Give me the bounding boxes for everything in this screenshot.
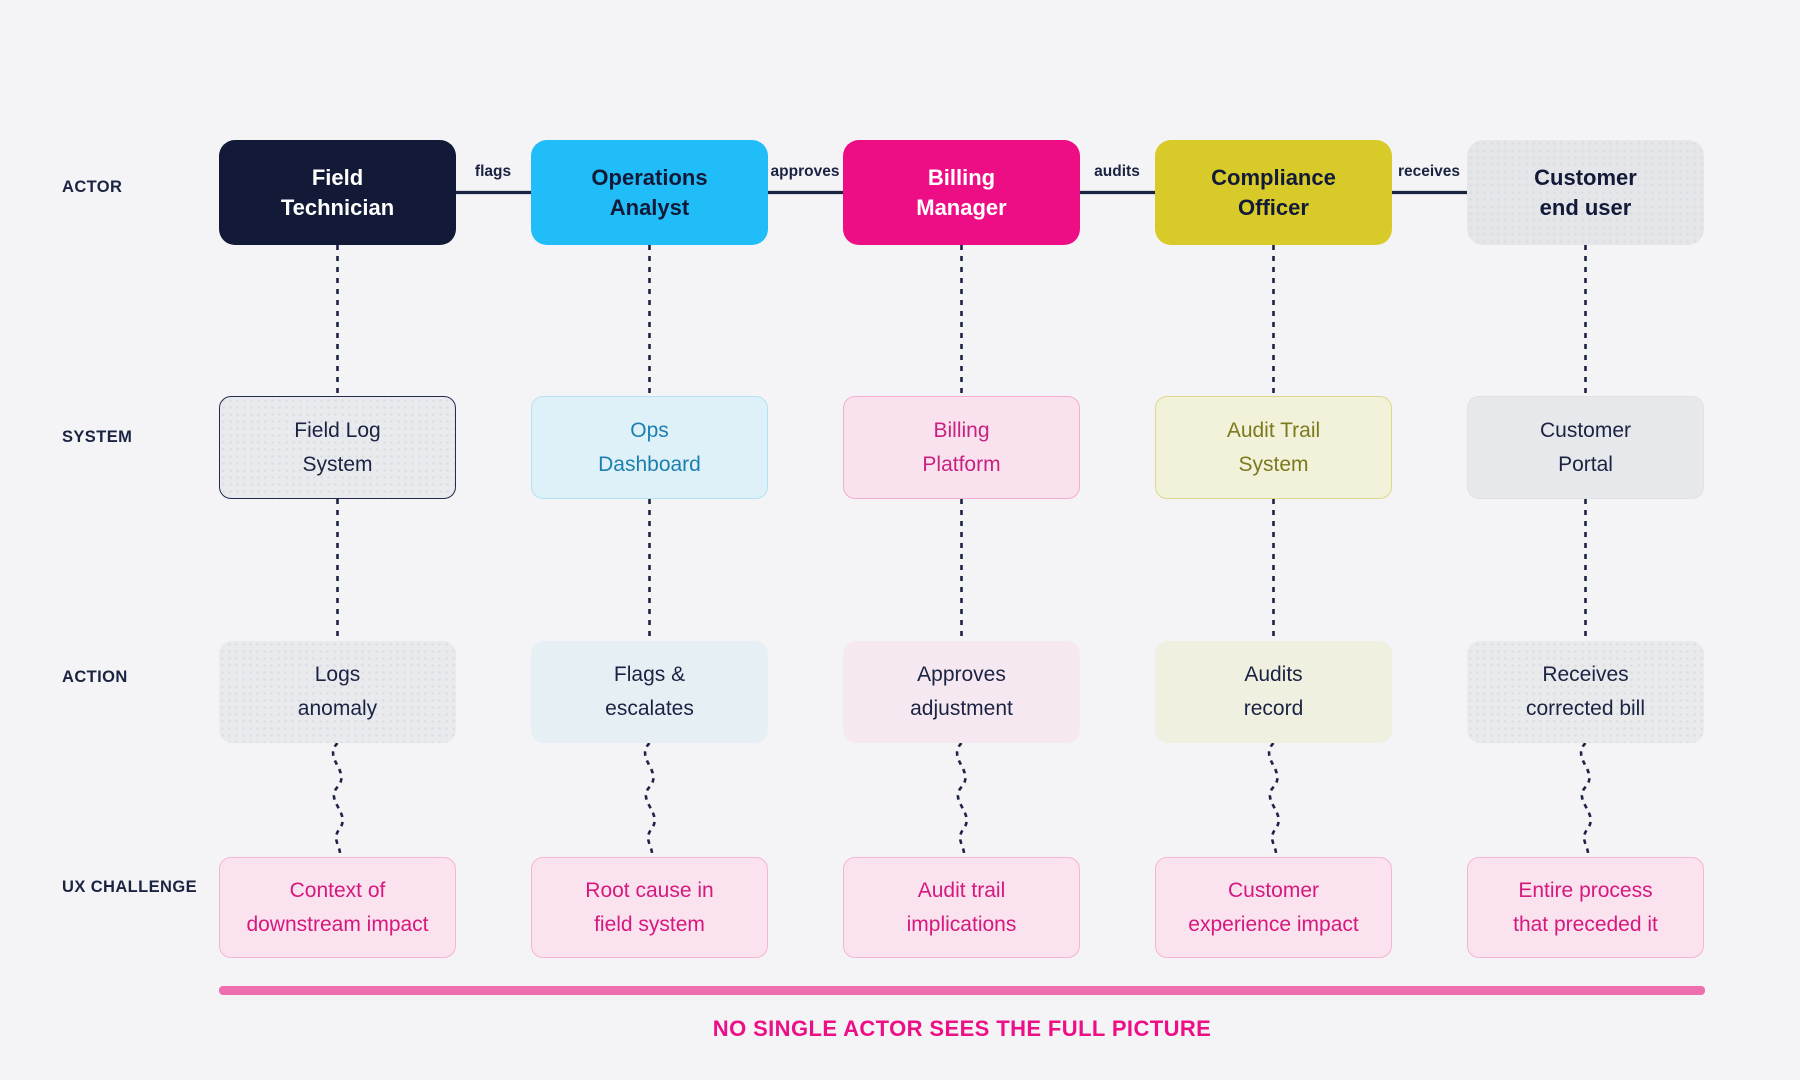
challenge-box-customer-experience: Customer experience impact <box>1155 857 1392 958</box>
system-label-line1: Field Log <box>294 418 381 442</box>
action-label-line1: Flags & <box>613 663 686 686</box>
actor-system-dashed-lines <box>336 245 1587 396</box>
action-box-receives-corrected-bill: Receives corrected bill <box>1467 641 1704 743</box>
challenge-label-line2: field system <box>594 912 705 936</box>
actor-label-line2: Officer <box>1238 194 1309 220</box>
actor-label-line2: end user <box>1539 194 1632 220</box>
flow-label-receives: receives <box>1397 163 1461 180</box>
challenge-label-line2: downstream impact <box>246 912 429 936</box>
system-label-line1: Customer <box>1539 418 1632 442</box>
actor-box-customer-end-user: Customer end user <box>1467 140 1704 245</box>
system-label-line2: Portal <box>1558 452 1613 476</box>
challenge-label-line1: Entire process <box>1518 878 1653 902</box>
actor-label-line1: Compliance <box>1211 164 1336 190</box>
actor-label-line2: Analyst <box>609 194 690 220</box>
actor-box-compliance-officer: Compliance Officer <box>1155 140 1392 245</box>
actor-label-line1: Billing <box>927 164 996 190</box>
system-box-ops-dashboard: Ops Dashboard <box>531 396 768 499</box>
actor-box-billing-manager: Billing Manager <box>843 140 1080 245</box>
flow-label-flags: flags <box>474 163 512 180</box>
challenge-box-root-cause: Root cause in field system <box>531 857 768 958</box>
system-box-billing-platform: Billing Platform <box>843 396 1080 499</box>
system-label-line2: System <box>302 452 373 476</box>
action-box-logs-anomaly: Logs anomaly <box>219 641 456 743</box>
challenge-label-line1: Context of <box>289 878 386 902</box>
footer-divider-bar <box>219 986 1705 995</box>
challenge-label-line1: Customer <box>1227 878 1320 902</box>
system-action-dashed-lines <box>336 499 1587 641</box>
column-field-technician: Field Technician Field Log System Logs a… <box>219 0 456 1080</box>
system-box-field-log-system: Field Log System <box>219 396 456 499</box>
actor-label-line1: Operations <box>591 164 708 190</box>
action-label-line2: adjustment <box>910 697 1013 720</box>
row-label-system: SYSTEM <box>62 428 133 446</box>
action-label-line2: corrected bill <box>1525 697 1646 720</box>
row-label-ux-challenge: UX CHALLENGE <box>62 878 197 896</box>
challenge-box-audit-trail-implications: Audit trail implications <box>843 857 1080 958</box>
flow-label-audits: audits <box>1094 163 1140 180</box>
actor-label-line1: Field <box>311 164 364 190</box>
action-box-approves-adjustment: Approves adjustment <box>843 641 1080 743</box>
challenge-label-line2: implications <box>906 912 1017 936</box>
system-label-line1: Audit Trail <box>1226 418 1321 442</box>
system-box-audit-trail-system: Audit Trail System <box>1155 396 1392 499</box>
row-label-actor: ACTOR <box>62 178 123 196</box>
action-box-audits-record: Audits record <box>1155 641 1392 743</box>
row-label-action: ACTION <box>62 668 128 686</box>
column-compliance-officer: Compliance Officer Audit Trail System Au… <box>1155 0 1392 1080</box>
system-box-customer-portal: Customer Portal <box>1467 396 1704 499</box>
challenge-label-line1: Root cause in <box>585 878 714 902</box>
actor-label-line2: Manager <box>916 194 1007 220</box>
actor-label-line2: Technician <box>280 194 395 220</box>
system-label-line2: Platform <box>922 452 1001 476</box>
action-box-flags-escalates: Flags & escalates <box>531 641 768 743</box>
action-label-line1: Audits <box>1244 663 1303 686</box>
action-label-line1: Logs <box>314 663 361 686</box>
actor-box-field-technician: Field Technician <box>219 140 456 245</box>
system-label-line2: System <box>1238 452 1309 476</box>
system-label-line1: Ops <box>630 418 669 442</box>
actor-box-operations-analyst: Operations Analyst <box>531 140 768 245</box>
actor-label-line1: Customer <box>1534 164 1637 190</box>
column-billing-manager: Billing Manager Billing Platform Approve… <box>843 0 1080 1080</box>
system-label-line1: Billing <box>933 418 990 442</box>
action-label-line2: record <box>1243 697 1304 720</box>
challenge-label-line2: that preceded it <box>1513 912 1658 936</box>
action-label-line1: Approves <box>917 663 1006 686</box>
system-label-line2: Dashboard <box>598 452 701 476</box>
action-label-line2: anomaly <box>297 697 378 720</box>
challenge-label-line2: experience impact <box>1188 912 1359 936</box>
challenge-box-context-downstream: Context of downstream impact <box>219 857 456 958</box>
column-operations-analyst: Operations Analyst Ops Dashboard Flags &… <box>531 0 768 1080</box>
action-challenge-squiggle-lines <box>331 742 1592 858</box>
action-label-line2: escalates <box>605 697 694 720</box>
action-label-line1: Receives <box>1542 663 1629 686</box>
challenge-box-entire-process: Entire process that preceded it <box>1467 857 1704 958</box>
challenge-label-line1: Audit trail <box>917 878 1006 902</box>
footer-message: NO SINGLE ACTOR SEES THE FULL PICTURE <box>712 1016 1212 1041</box>
flow-label-approves: approves <box>770 163 840 180</box>
column-customer-end-user: Customer end user Customer Portal Receiv… <box>1467 0 1704 1080</box>
